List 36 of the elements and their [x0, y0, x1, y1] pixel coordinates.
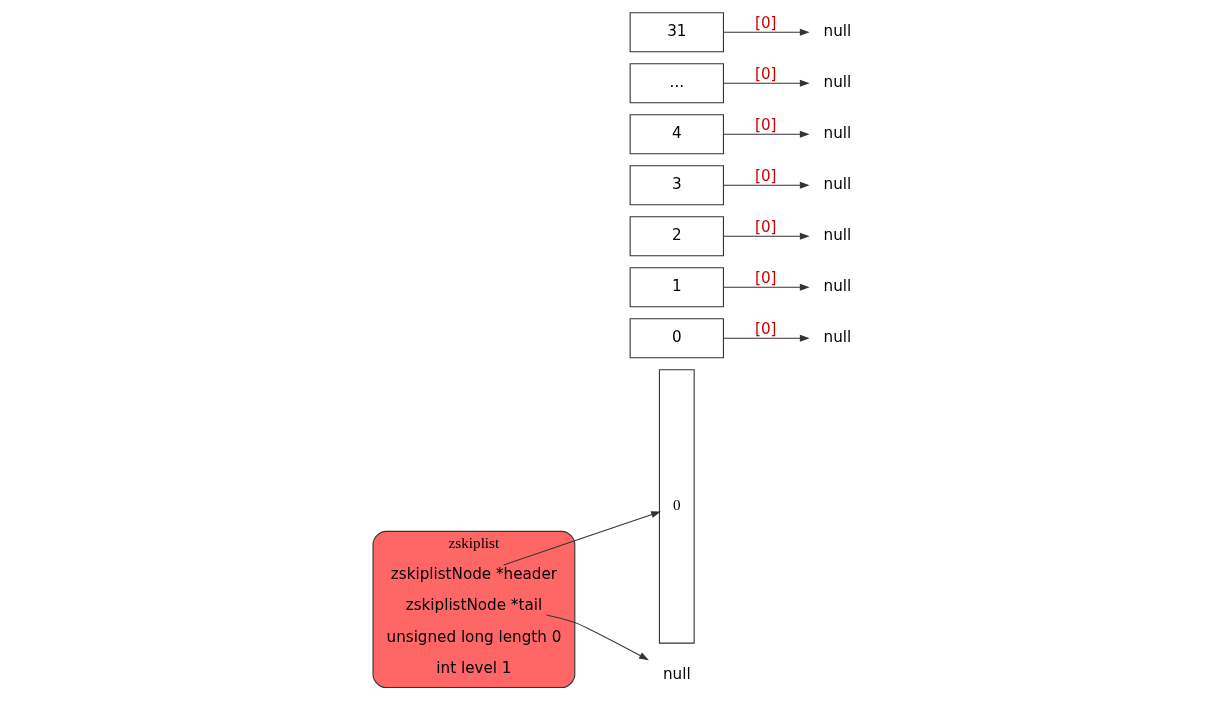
- edge-label: [0]: [754, 167, 777, 186]
- arrow: [722, 334, 810, 342]
- node-text: null: [823, 328, 851, 347]
- node-box: 1: [629, 267, 724, 308]
- arrow: [722, 28, 810, 36]
- node-text: int level 1: [435, 659, 511, 678]
- node-text: null: [823, 175, 851, 194]
- arrow: [722, 130, 810, 138]
- node-box: 2: [629, 216, 724, 257]
- node-box: 0: [658, 369, 695, 644]
- node-text: null: [823, 226, 851, 245]
- node-box: ...: [629, 63, 724, 104]
- node-text: null: [823, 22, 851, 41]
- edge-label: [0]: [754, 65, 777, 84]
- node-text: null: [662, 664, 691, 683]
- edge-label: [0]: [754, 269, 777, 288]
- arrow: [545, 614, 649, 661]
- node-text: unsigned long length 0: [386, 627, 561, 646]
- edge-label: [0]: [754, 14, 777, 33]
- arrow: [722, 181, 810, 189]
- node-text: zskiplistNode *tail: [405, 596, 542, 615]
- edge-label: [0]: [754, 320, 777, 339]
- arrow: [722, 283, 810, 291]
- node-text: zskiplistNode *header: [390, 564, 557, 583]
- arrow: [502, 511, 661, 566]
- arrow: [722, 79, 810, 87]
- node-box: 3: [629, 165, 724, 206]
- arrow: [722, 232, 810, 240]
- node-box: 4: [629, 114, 724, 155]
- node-text: null: [823, 124, 851, 143]
- edge-label: [0]: [754, 116, 777, 135]
- node-text: null: [823, 277, 851, 296]
- node-text: null: [823, 73, 851, 92]
- node-box: 31: [629, 12, 724, 53]
- edge-label: [0]: [754, 218, 777, 237]
- node-box: 0: [629, 318, 724, 359]
